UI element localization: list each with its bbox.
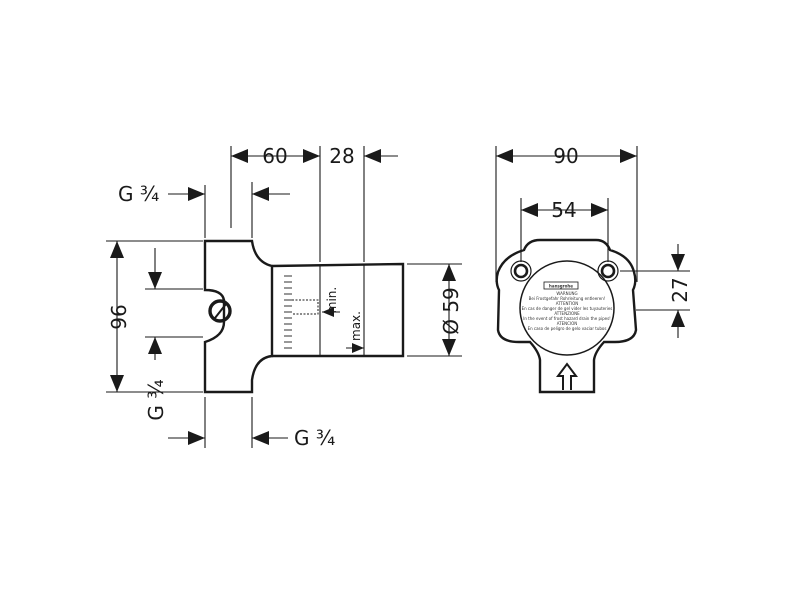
- arrowhead: [364, 149, 381, 163]
- label-min: min.: [325, 287, 339, 313]
- warning-line-7: ATENCION: [557, 321, 578, 326]
- mounting-hole-left-inner: [513, 263, 529, 279]
- dim-label-59: Ø 59: [439, 287, 463, 335]
- dim-label-96: 96: [107, 304, 131, 329]
- arrowhead: [620, 149, 637, 163]
- mounting-hole-right-inner: [600, 263, 616, 279]
- label-max: max.: [349, 311, 363, 341]
- arrowhead: [521, 203, 538, 217]
- dim-label-28: 28: [329, 144, 354, 168]
- arrowhead: [591, 203, 608, 217]
- arrowhead: [322, 307, 334, 317]
- thread-label-side: G ¾: [144, 379, 168, 420]
- front-label-plate: [519, 260, 615, 356]
- brand-label: hansgrohe: [549, 284, 573, 289]
- warning-line-4: En cas de danger de gel vider les tuyaut…: [522, 306, 613, 311]
- arrowhead: [671, 254, 685, 271]
- thread-label-bottom: G ¾: [294, 426, 335, 450]
- arrowhead: [496, 149, 513, 163]
- dim-label-90: 90: [553, 144, 578, 168]
- arrowhead: [252, 431, 269, 445]
- side-body-outline: [203, 239, 274, 394]
- arrowhead: [148, 272, 162, 289]
- dim-label-27: 27: [668, 277, 692, 302]
- arrowhead: [188, 431, 205, 445]
- side-knob: [208, 299, 232, 323]
- arrowhead: [252, 187, 269, 201]
- warning-line-1: WARNUNG: [556, 291, 577, 296]
- dim-label-54: 54: [551, 198, 576, 222]
- front-body-outline: [495, 238, 638, 394]
- arrowhead: [442, 264, 456, 281]
- flow-arrow-icon: [556, 362, 578, 390]
- warning-line-3: ATTENTION: [556, 301, 579, 306]
- thread-label-top: G ¾: [118, 182, 159, 206]
- side-inner-dashed: [292, 299, 319, 315]
- side-thread-hatching: [284, 275, 292, 349]
- side-knob-slot: [214, 303, 227, 319]
- arrowhead: [352, 343, 364, 353]
- arrowhead: [110, 375, 124, 392]
- arrowhead: [148, 337, 162, 354]
- brand-badge: [543, 281, 579, 290]
- front-view: hansgrohe WARNUNG Bei Frostgefahr Rohrle…: [495, 144, 692, 394]
- side-sleeve-outline: [271, 262, 405, 358]
- dim-label-60: 60: [262, 144, 287, 168]
- warning-line-5: ATTENZIONE: [554, 311, 580, 316]
- arrowhead: [442, 339, 456, 356]
- side-view: 60 28 G ¾ 96 G ¾ G ¾: [106, 144, 463, 450]
- arrowhead: [110, 241, 124, 258]
- arrowhead: [231, 149, 248, 163]
- warning-line-8: En caso de peligro de gelo vaciar tubos: [528, 326, 607, 331]
- arrowhead: [671, 310, 685, 327]
- warning-line-2: Bei Frostgefahr Rohrleitung entleeren!: [529, 296, 606, 301]
- arrowhead: [188, 187, 205, 201]
- arrowhead: [303, 149, 320, 163]
- warning-line-6: In the event of frost hazard drain the p…: [523, 316, 611, 321]
